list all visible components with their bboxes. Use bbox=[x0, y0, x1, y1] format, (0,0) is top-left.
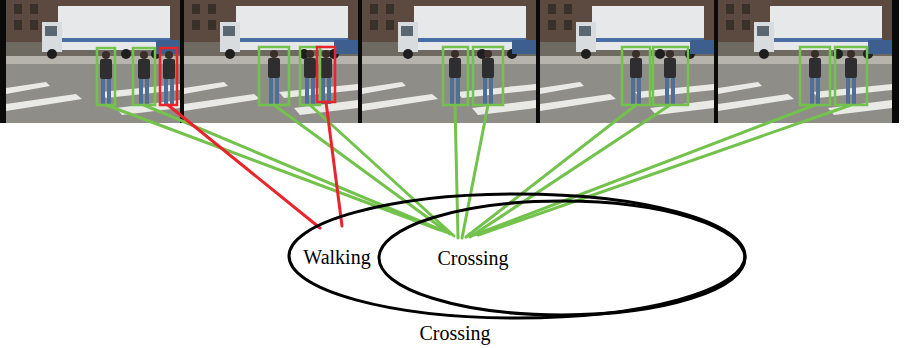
bounding-box bbox=[317, 47, 335, 102]
pedestrian bbox=[268, 50, 280, 104]
video-frame bbox=[540, 0, 714, 123]
pedestrian bbox=[664, 50, 676, 104]
activity-region: Walking bbox=[299, 239, 375, 275]
bounding-box bbox=[835, 47, 867, 105]
pedestrian bbox=[809, 50, 821, 104]
activity-label: Crossing bbox=[419, 321, 490, 345]
ellipse-outline bbox=[379, 201, 745, 315]
bounding-box bbox=[259, 47, 289, 105]
pedestrian bbox=[320, 50, 332, 104]
bounding-box bbox=[653, 47, 688, 105]
bounding-box bbox=[622, 47, 650, 105]
assignment-line bbox=[462, 105, 488, 238]
bounding-box bbox=[97, 48, 115, 105]
group-ellipse: CrossingWalkingCrossing bbox=[289, 194, 745, 346]
assignment-line bbox=[106, 105, 440, 230]
video-frame bbox=[718, 0, 892, 123]
video-frame bbox=[362, 0, 536, 123]
activity-ellipse: Crossing bbox=[379, 201, 745, 315]
bounding-box bbox=[443, 47, 468, 105]
frame-strip bbox=[0, 0, 899, 123]
ellipse-outline bbox=[289, 194, 745, 318]
bounding-box bbox=[800, 47, 830, 105]
assignment-line bbox=[478, 105, 851, 235]
pedestrian bbox=[630, 50, 642, 104]
pedestrian bbox=[449, 50, 461, 104]
assignment-line bbox=[455, 105, 458, 238]
pedestrian bbox=[163, 51, 175, 105]
ellipse-outline bbox=[289, 194, 745, 346]
assignment-line bbox=[466, 105, 636, 237]
pedestrian bbox=[304, 50, 316, 104]
bounding-box bbox=[133, 48, 155, 105]
bounding-box bbox=[473, 47, 503, 105]
video-frame bbox=[184, 0, 358, 123]
pedestrian bbox=[482, 50, 494, 104]
assignment-line bbox=[144, 105, 446, 232]
pedestrian bbox=[138, 51, 150, 105]
assignment-line bbox=[274, 105, 450, 234]
assignment-line bbox=[474, 105, 815, 235]
assignment-line bbox=[326, 102, 342, 226]
activity-label: Crossing bbox=[437, 246, 508, 270]
video-frame bbox=[6, 0, 180, 123]
pedestrian bbox=[100, 51, 112, 105]
ellipse-outline bbox=[379, 201, 745, 315]
bounding-box bbox=[160, 48, 177, 105]
activity-label: Walking bbox=[303, 245, 370, 269]
pedestrian bbox=[845, 50, 857, 104]
